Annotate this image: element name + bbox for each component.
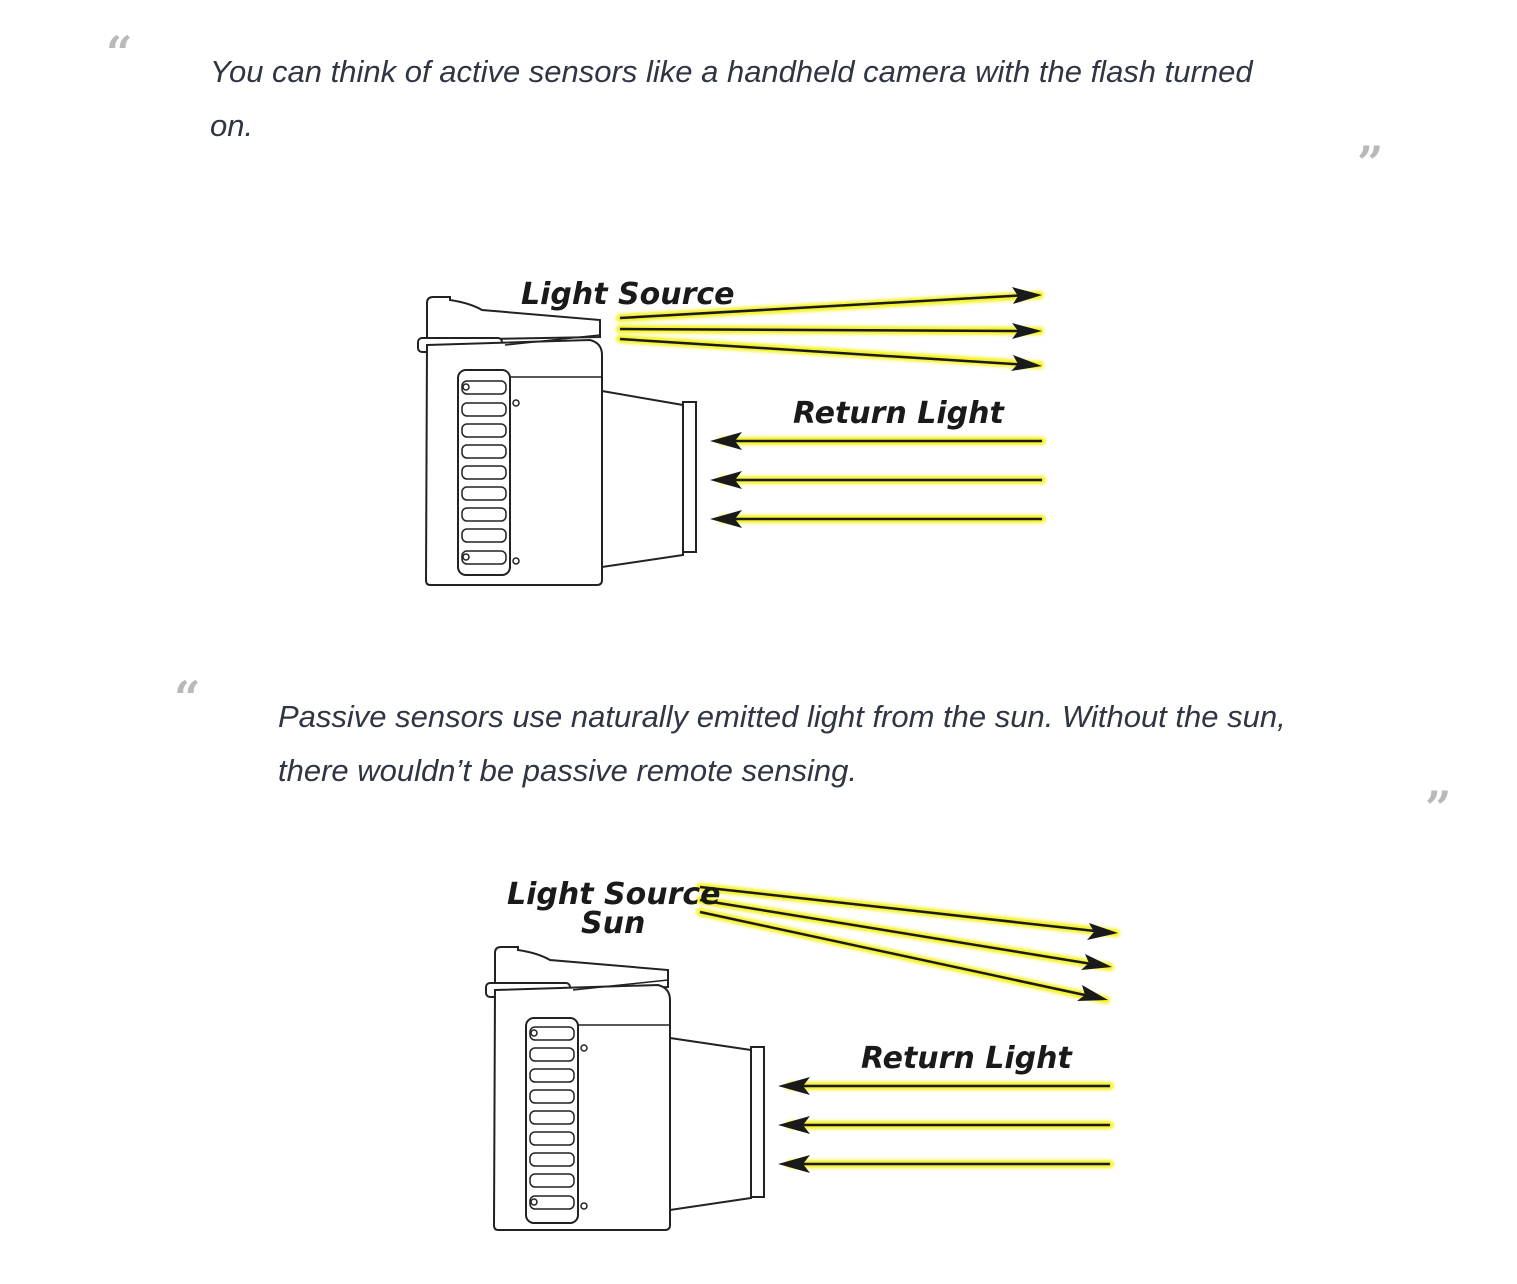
active-sensor-figure: Light Source Return Light xyxy=(400,265,1080,595)
quote-close-icon: ” xyxy=(1357,136,1384,190)
return-light-label: Return Light xyxy=(793,396,1005,431)
camera-icon xyxy=(417,296,697,586)
outgoing-light-rays xyxy=(616,287,1044,371)
light-source-label: Light Source xyxy=(521,277,735,312)
quote-text: Passive sensors use naturally emitted li… xyxy=(278,699,1286,788)
quote-passive: “ Passive sensors use naturally emitted … xyxy=(0,640,1517,840)
return-light-rays xyxy=(710,432,1046,528)
passive-sensor-diagram: Light Source Sun Return Light xyxy=(485,877,1120,1231)
return-light-rays xyxy=(778,1077,1114,1173)
camera-icon xyxy=(485,946,765,1231)
quote-open-icon: “ xyxy=(174,671,201,725)
quote-active: “ You can think of active sensors like a… xyxy=(0,0,1517,200)
active-sensor-diagram: Light Source Return Light xyxy=(417,277,1046,586)
quote-text: You can think of active sensors like a h… xyxy=(210,54,1253,143)
passive-sensor-figure: Light Source Sun Return Light xyxy=(468,870,1148,1240)
quote-open-icon: “ xyxy=(106,26,133,80)
quote-close-icon: ” xyxy=(1425,781,1452,835)
light-source-label: Light Source xyxy=(507,877,721,912)
sun-label: Sun xyxy=(581,906,645,941)
sun-light-rays xyxy=(696,883,1120,1004)
return-light-label: Return Light xyxy=(861,1041,1073,1076)
